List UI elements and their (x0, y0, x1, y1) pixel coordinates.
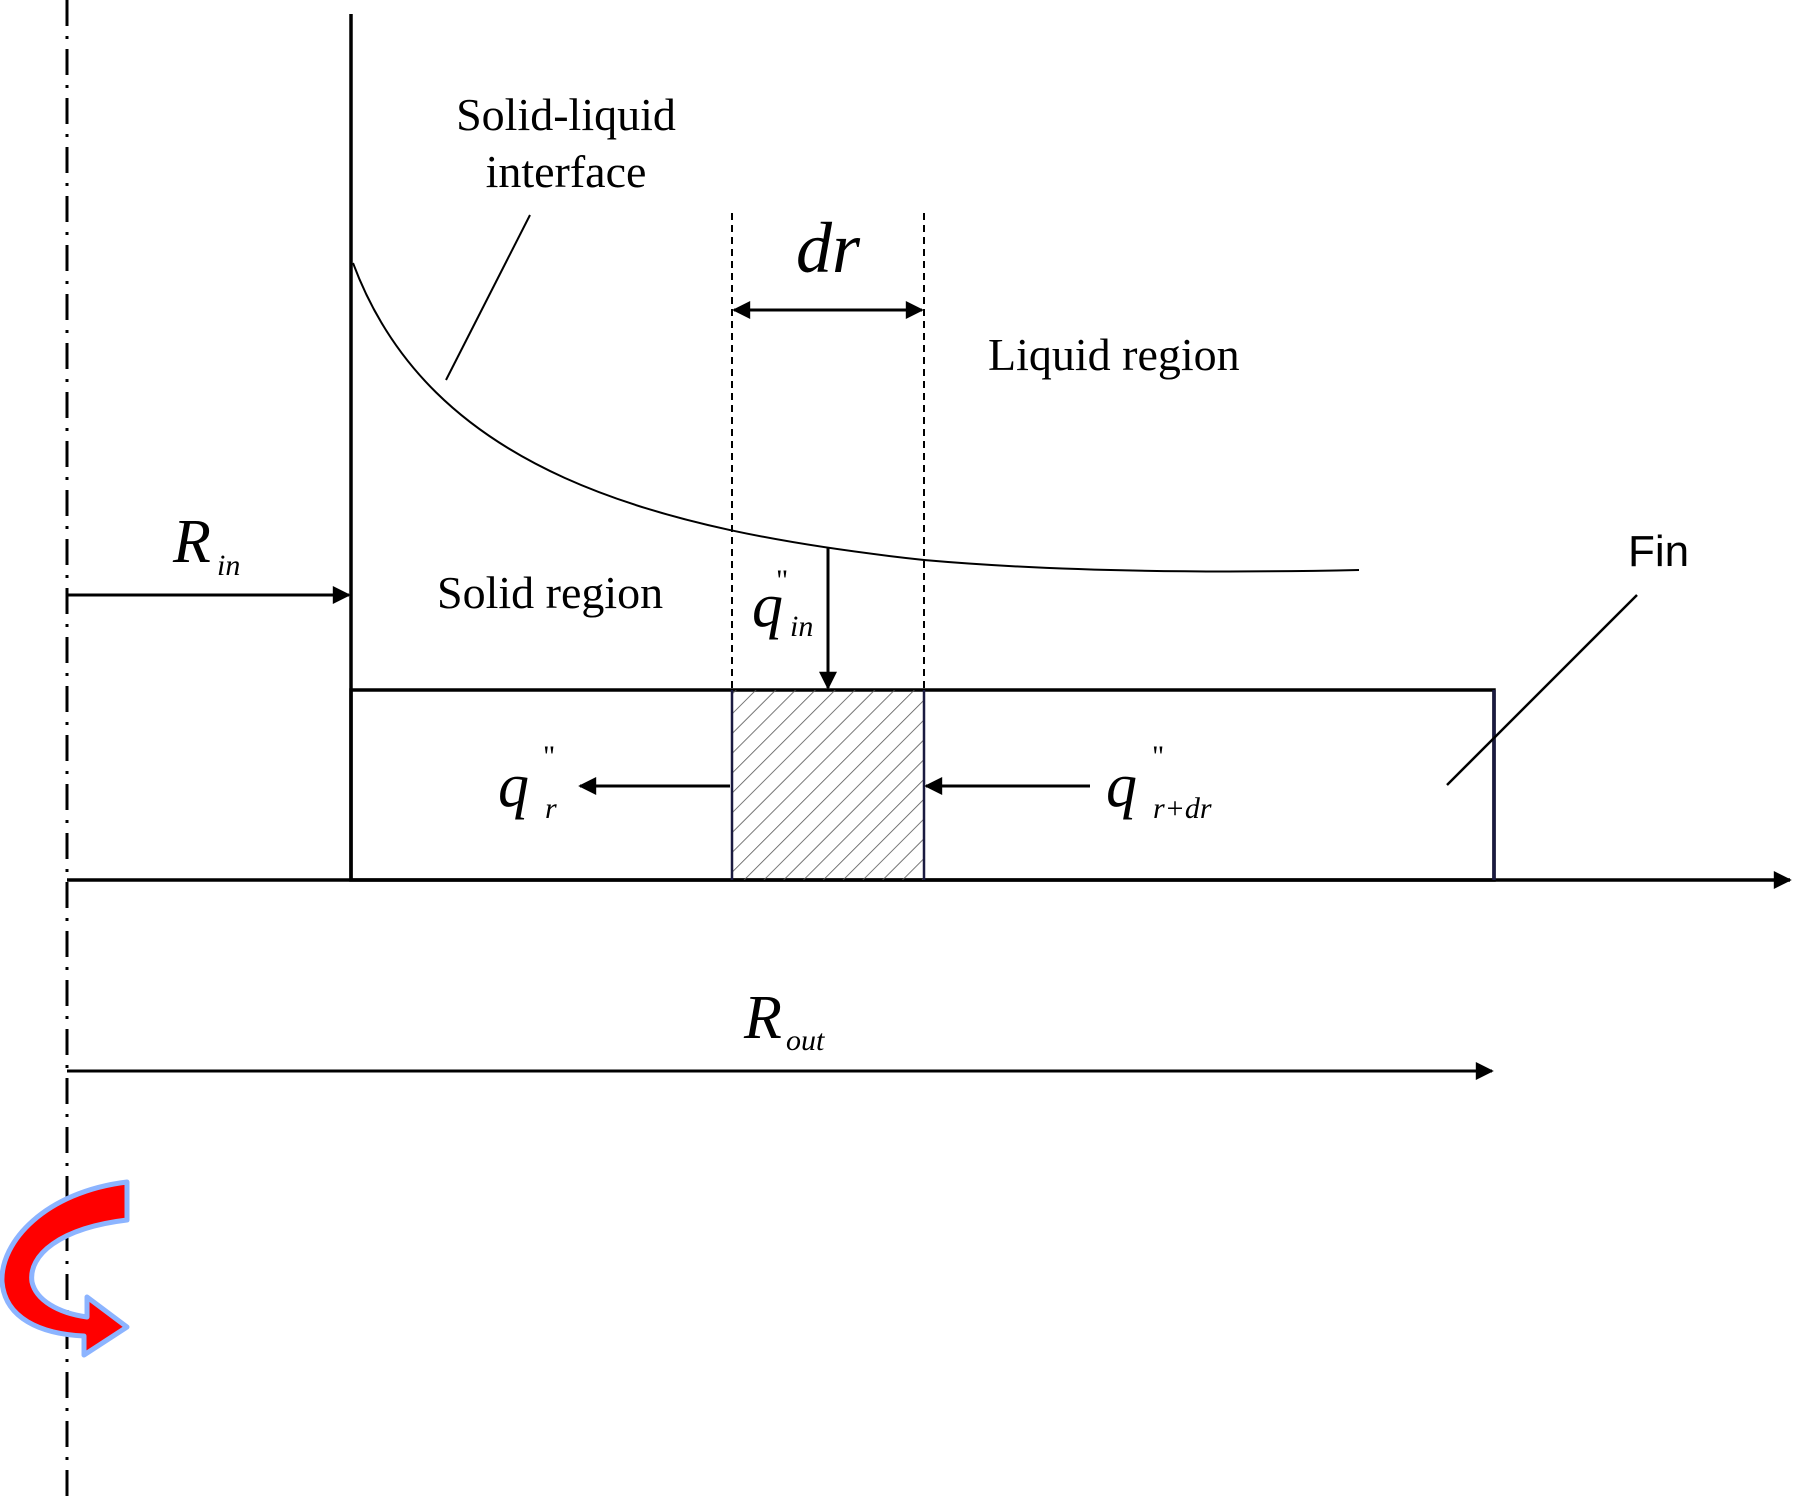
svg-text:r+dr: r+dr (1153, 792, 1212, 825)
svg-text:q: q (752, 572, 783, 640)
dr-label: dr (796, 208, 861, 288)
interface-label-line2: interface (486, 146, 647, 197)
differential-element (732, 690, 924, 880)
r-in-symbol: R in (172, 508, 240, 582)
svg-text:in: in (217, 549, 240, 582)
svg-text:": " (776, 564, 788, 597)
svg-text:r: r (545, 792, 557, 825)
svg-text:R: R (743, 984, 782, 1052)
svg-text:R: R (172, 508, 211, 576)
svg-text:out: out (786, 1024, 825, 1057)
q-r-symbol: q " r (498, 740, 557, 825)
svg-text:q: q (1106, 752, 1137, 820)
curved-rotation-arrow-icon (0, 1179, 130, 1358)
interface-label-line1: Solid-liquid (456, 89, 676, 140)
interface-leader-line (445, 214, 531, 381)
solid-region-label: Solid region (437, 567, 663, 618)
svg-text:q: q (498, 752, 529, 820)
svg-text:": " (543, 740, 555, 773)
fin-label: Fin (1628, 527, 1689, 576)
solid-liquid-interface-curve (352, 262, 1360, 573)
svg-text:in: in (790, 610, 813, 643)
liquid-region-label: Liquid region (988, 329, 1240, 380)
q-r-dr-symbol: q " r+dr (1106, 740, 1212, 825)
fin-leader-line (1446, 594, 1638, 786)
svg-text:": " (1152, 740, 1164, 773)
q-in-symbol: q " in (752, 564, 813, 643)
r-out-symbol: R out (743, 984, 825, 1057)
